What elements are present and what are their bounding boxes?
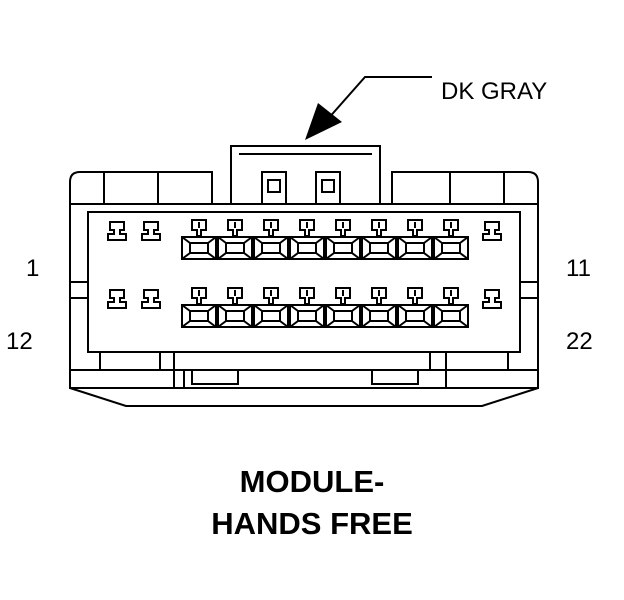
pin-terminal-9 [397,219,433,260]
pin-terminal-11 [482,221,502,241]
title-line-1: MODULE- [240,464,385,499]
housing-skirt [69,387,539,407]
lower-slot-left [191,369,239,385]
connector-body [69,145,539,407]
pin-terminal-7 [325,219,361,260]
callout-arrowhead [305,103,342,140]
pin-label-11: 11 [566,255,591,282]
pin-terminal-12 [107,289,127,309]
pin-terminal-14 [181,287,217,328]
pin-terminal-15 [217,287,253,328]
pin-terminal-2 [141,221,161,241]
pin-terminal-22 [482,289,502,309]
lower-frame [99,352,509,388]
pin-terminal-1 [107,221,127,241]
latch-inner-right [315,171,341,204]
pin-terminal-19 [361,287,397,328]
pin-terminal-20 [397,287,433,328]
pin-label-12: 12 [6,328,33,355]
pin-terminals [107,219,502,328]
housing-outline [69,171,539,389]
pin-terminal-17 [289,287,325,328]
pin-label-1: 1 [26,255,39,282]
latch-window-left [267,179,281,193]
pin-terminal-13 [141,289,161,309]
pin-terminal-10 [433,219,469,260]
wire-color-label: DK GRAY [441,78,547,105]
pin-terminal-3 [181,219,217,260]
latch-tab [230,145,381,204]
lower-slot-right [371,369,419,385]
pin-terminal-5 [253,219,289,260]
pin-terminal-18 [325,287,361,328]
wire-color-callout: DK GRAY [305,76,547,140]
pin-terminal-6 [289,219,325,260]
latch-inner-left [261,171,287,204]
title-line-2: HANDS FREE [211,506,413,541]
pin-label-22: 22 [566,328,593,355]
pin-terminal-8 [361,219,397,260]
callout-leader-line [326,76,432,121]
pin-terminal-4 [217,219,253,260]
pin-terminal-21 [433,287,469,328]
latch-window-right [321,179,335,193]
pin-terminal-16 [253,287,289,328]
